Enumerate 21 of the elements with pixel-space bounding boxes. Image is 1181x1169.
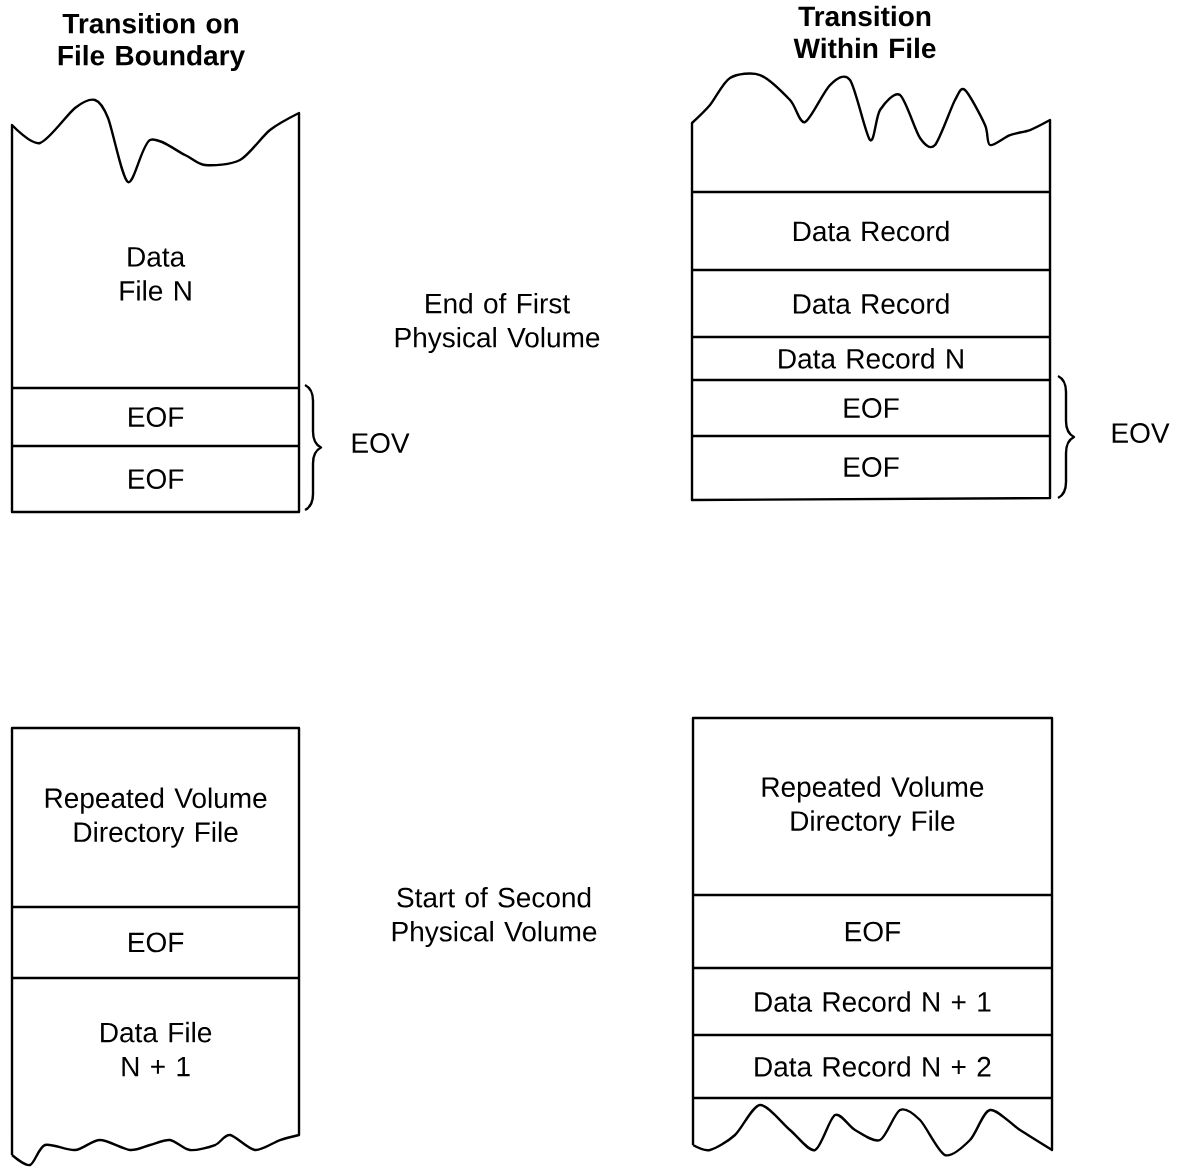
cell: EOF — [844, 457, 899, 477]
cell: EOF — [129, 407, 184, 427]
cell: EOF — [844, 398, 899, 418]
heading: Transition Within File — [793, 5, 936, 59]
cell: Data File N + 1 — [101, 1021, 212, 1077]
cell: Repeated Volume Directory File — [45, 787, 267, 848]
cell: Data File N — [120, 247, 191, 301]
caption: Start of Second Physical Volume — [392, 886, 597, 948]
brace-label: EOV — [1112, 423, 1170, 443]
cell: Data Record N + 1 — [755, 991, 991, 1012]
cell: EOF — [129, 932, 184, 953]
cell: Data Record N + 2 — [755, 1056, 991, 1077]
cell: Data Record — [793, 293, 949, 314]
brace-label: EOV — [352, 433, 410, 453]
caption: End of First Physical Volume — [395, 292, 600, 354]
cell: EOF — [845, 921, 901, 942]
cell: Data Record N — [779, 348, 963, 369]
cell: EOF — [129, 469, 184, 489]
cell: Data Record — [793, 220, 949, 242]
cell: Repeated Volume Directory File — [762, 776, 984, 837]
heading: Transition on File Boundary — [58, 12, 245, 72]
